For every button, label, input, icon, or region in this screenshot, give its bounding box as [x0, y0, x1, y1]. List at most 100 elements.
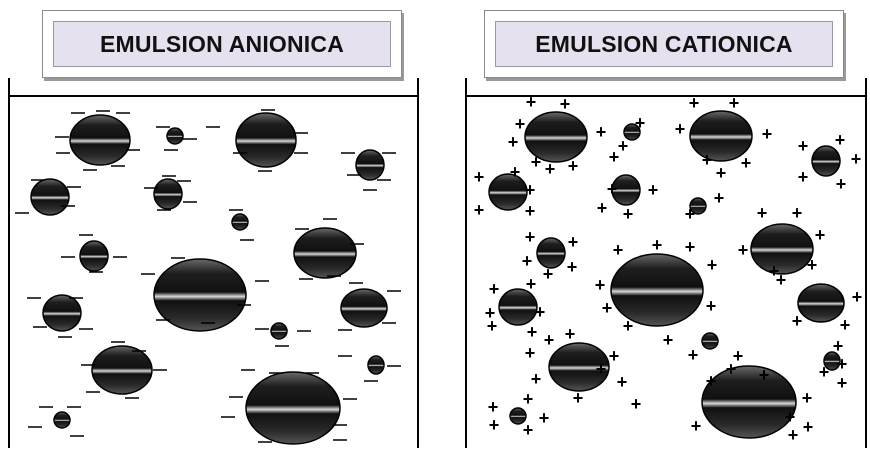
positive-charge: + — [738, 240, 749, 260]
positive-charge: + — [568, 232, 579, 252]
positive-charge: + — [544, 330, 555, 350]
positive-charge: + — [726, 359, 737, 379]
positive-charge: + — [802, 388, 813, 408]
positive-charge: + — [596, 359, 607, 379]
cationic-droplet — [702, 333, 718, 349]
anionic-droplet — [368, 356, 384, 374]
cationic-droplet — [499, 289, 537, 325]
positive-charge: + — [525, 343, 536, 363]
positive-charge: + — [675, 119, 686, 139]
positive-charge: + — [741, 153, 752, 173]
positive-charge: + — [837, 373, 848, 393]
positive-charge: + — [691, 416, 702, 436]
anionic-droplet — [232, 214, 248, 230]
positive-charge: + — [597, 198, 608, 218]
positive-charge: + — [523, 420, 534, 440]
positive-charge: + — [596, 122, 607, 142]
positive-charge: + — [618, 136, 629, 156]
anionic-droplets — [31, 113, 387, 444]
positive-charge: + — [798, 136, 809, 156]
positive-charge: + — [648, 180, 659, 200]
positive-charge: + — [623, 316, 634, 336]
positive-charge: + — [663, 330, 674, 350]
positive-charge: + — [568, 156, 579, 176]
anionic-droplet — [341, 289, 387, 327]
positive-charge: + — [840, 315, 851, 335]
positive-charge: + — [792, 311, 803, 331]
positive-charge: + — [525, 201, 536, 221]
positive-charge: + — [837, 354, 848, 374]
positive-charge: + — [602, 298, 613, 318]
positive-charge: + — [543, 264, 554, 284]
positive-charge: + — [567, 257, 578, 277]
anionic-droplet — [294, 228, 356, 278]
anionic-droplet — [271, 323, 287, 339]
positive-charge: + — [729, 93, 740, 113]
positive-charge: + — [635, 113, 646, 133]
anionic-droplet — [167, 128, 183, 144]
positive-charge: + — [803, 417, 814, 437]
positive-charge: + — [631, 394, 642, 414]
anionic-droplet — [80, 241, 108, 271]
positive-charge: + — [487, 316, 498, 336]
positive-charge: + — [508, 132, 519, 152]
anionic-droplet — [54, 412, 70, 428]
positive-charge: + — [835, 130, 846, 150]
cationic-droplet — [798, 284, 844, 322]
positive-charge: + — [769, 261, 780, 281]
positive-charge: + — [807, 255, 818, 275]
cationic-droplet — [812, 146, 840, 176]
positive-charge: + — [531, 369, 542, 389]
positive-charge: + — [525, 180, 536, 200]
cationic-droplet — [751, 224, 813, 274]
positive-charge: + — [535, 302, 546, 322]
positive-charge: + — [527, 322, 538, 342]
positive-charge: + — [716, 163, 727, 183]
positive-charge: + — [539, 408, 550, 428]
positive-charge: + — [623, 204, 634, 224]
positive-charge: + — [515, 114, 526, 134]
positive-charge: + — [474, 167, 485, 187]
positive-charge: + — [689, 93, 700, 113]
anionic-droplet — [154, 179, 182, 209]
positive-charge: + — [836, 174, 847, 194]
positive-charge: + — [819, 362, 830, 382]
positive-charge: + — [688, 345, 699, 365]
positive-charge: + — [609, 346, 620, 366]
anionic-droplet — [31, 179, 69, 215]
positive-charge: + — [573, 388, 584, 408]
positive-charge: + — [545, 159, 556, 179]
positive-charge: + — [785, 407, 796, 427]
positive-charge: + — [523, 389, 534, 409]
positive-charge: + — [852, 287, 863, 307]
positive-charge: + — [759, 365, 770, 385]
anionic-droplet — [246, 372, 340, 444]
positive-charge: + — [798, 167, 809, 187]
positive-charge: + — [607, 179, 618, 199]
positive-charge: + — [707, 255, 718, 275]
positive-charge: + — [609, 147, 620, 167]
positive-charge: + — [714, 188, 725, 208]
positive-charge: + — [474, 200, 485, 220]
positive-charge: + — [526, 274, 537, 294]
positive-charge: + — [617, 372, 628, 392]
positive-charge: + — [685, 204, 696, 224]
positive-charge: + — [788, 425, 799, 445]
positive-charge: + — [525, 227, 536, 247]
positive-charge: + — [762, 124, 773, 144]
positive-charge: + — [851, 149, 862, 169]
positive-charge: + — [531, 152, 542, 172]
positive-charge: + — [489, 415, 500, 435]
positive-charge: + — [833, 336, 844, 356]
positive-charge: + — [706, 296, 717, 316]
positive-charge: + — [613, 240, 624, 260]
positive-charge: + — [565, 324, 576, 344]
positive-charge: + — [526, 92, 537, 112]
positive-charge: + — [792, 203, 803, 223]
positive-charge: + — [702, 150, 713, 170]
positive-charge: + — [522, 251, 533, 271]
positive-charge: + — [595, 275, 606, 295]
positive-charge: + — [815, 225, 826, 245]
positive-charge: + — [560, 94, 571, 114]
